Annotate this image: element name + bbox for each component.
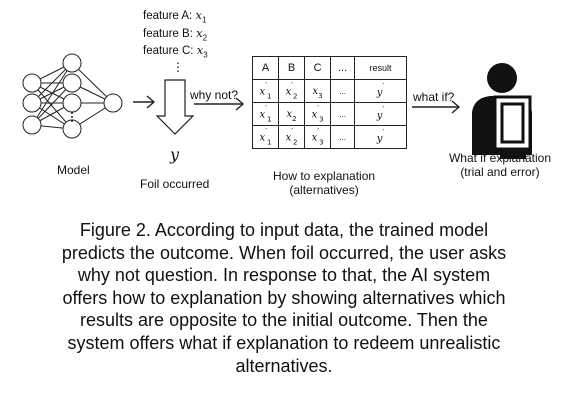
cell-subscript: 2: [293, 138, 298, 147]
cell-variable: x: [259, 109, 266, 121]
what-if-label: what if?: [413, 90, 455, 104]
cell-subscript: 3: [319, 138, 324, 147]
prime-mark: ′: [265, 104, 268, 114]
feature-b-label: feature B: x2: [143, 26, 208, 43]
prime-mark: ′: [382, 127, 385, 137]
cell-variable: x: [259, 132, 266, 144]
person-at-computer-icon: [472, 63, 532, 159]
table-cell: x2: [278, 102, 306, 126]
what-if-explanation-label: What if explanation (trial and error): [445, 151, 555, 179]
why-not-arrow-icon: [194, 97, 245, 111]
feature-c-label: feature C: x3: [143, 43, 208, 60]
cell-subscript: 1: [267, 115, 272, 124]
foil-symbol: y: [170, 145, 180, 164]
table-cell: x′1: [251, 79, 280, 103]
prime-mark: ′: [265, 81, 268, 91]
table-cell: ...: [330, 125, 356, 149]
caption-line: results are opposite to the initial outc…: [80, 310, 488, 331]
cell-variable: x: [312, 86, 319, 98]
cell-subscript: 1: [267, 138, 272, 147]
cell-subscript: 3: [319, 115, 324, 124]
foil-label: Foil occurred: [140, 177, 210, 191]
why-not-label: why not?: [190, 88, 239, 102]
table-cell: x′2: [278, 125, 306, 149]
table-cell: x′1: [251, 125, 280, 149]
hidden-layer-dots: [71, 112, 73, 122]
table-cell: x′3: [304, 125, 332, 149]
cell-variable: x: [286, 109, 293, 121]
prime-mark: ′: [317, 127, 320, 137]
cell-variable: y: [376, 133, 383, 145]
column-header: C: [304, 56, 332, 80]
table-cell: y′: [354, 79, 407, 103]
cell-variable: x: [311, 132, 318, 144]
column-header: result: [354, 56, 407, 80]
table-cell: ...: [330, 79, 356, 103]
feature-a-label: feature A: x1: [143, 8, 207, 25]
cell-variable: x: [259, 86, 266, 98]
what-if-arrow-icon: [412, 100, 461, 114]
table-cell: x3: [304, 79, 332, 103]
neural-network-icon: [22, 53, 123, 139]
column-header: ...: [330, 56, 356, 80]
cell-variable: x: [285, 86, 292, 98]
caption-line: predicts the outcome. When foil occurred…: [61, 242, 507, 263]
cell-variable: x: [311, 109, 318, 121]
prime-mark: ′: [382, 81, 385, 91]
model-label: Model: [57, 163, 90, 177]
table-cell: y′: [354, 102, 407, 126]
caption-line: offers how to explanation by showing alt…: [62, 287, 506, 308]
cell-variable: x: [285, 132, 292, 144]
feature-more-dots: ⋮: [172, 60, 184, 74]
prime-mark: ′: [291, 127, 294, 137]
table-cell: ...: [330, 102, 356, 126]
what-if-line2: (trial and error): [460, 165, 540, 179]
cell-subscript: 2: [292, 115, 297, 124]
how-to-label: How to explanation (alternatives): [273, 169, 375, 197]
table-cell: x′2: [278, 79, 306, 103]
caption-line: Figure 2. According to input data, the t…: [79, 220, 489, 240]
table-cell: x′3: [304, 102, 332, 126]
down-arrow-icon: [155, 79, 195, 135]
caption-line: alternatives.: [235, 355, 333, 376]
cell-subscript: 3: [318, 92, 323, 101]
table-cell: y′: [354, 125, 407, 149]
prime-mark: ′: [291, 81, 294, 91]
caption-line: system offers what if explanation to red…: [67, 332, 501, 353]
prime-mark: ′: [265, 127, 268, 137]
column-header: A: [251, 56, 280, 80]
what-if-line1: What if explanation: [448, 151, 552, 165]
caption-line: why not question. In response to that, t…: [77, 265, 491, 286]
column-header: B: [278, 56, 306, 80]
cell-variable: y: [376, 87, 383, 99]
prime-mark: ′: [317, 104, 320, 114]
cell-subscript: 2: [293, 92, 298, 101]
how-to-line2: (alternatives): [289, 183, 359, 197]
how-to-line1: How to explanation: [273, 169, 376, 183]
table-cell: x′1: [251, 102, 280, 126]
prime-mark: ′: [382, 104, 385, 114]
cell-subscript: 1: [267, 92, 272, 101]
arrow-right-icon: [133, 95, 156, 109]
cell-variable: y: [376, 110, 383, 122]
figure-caption: Figure 2. According to input data, the t…: [14, 219, 554, 377]
